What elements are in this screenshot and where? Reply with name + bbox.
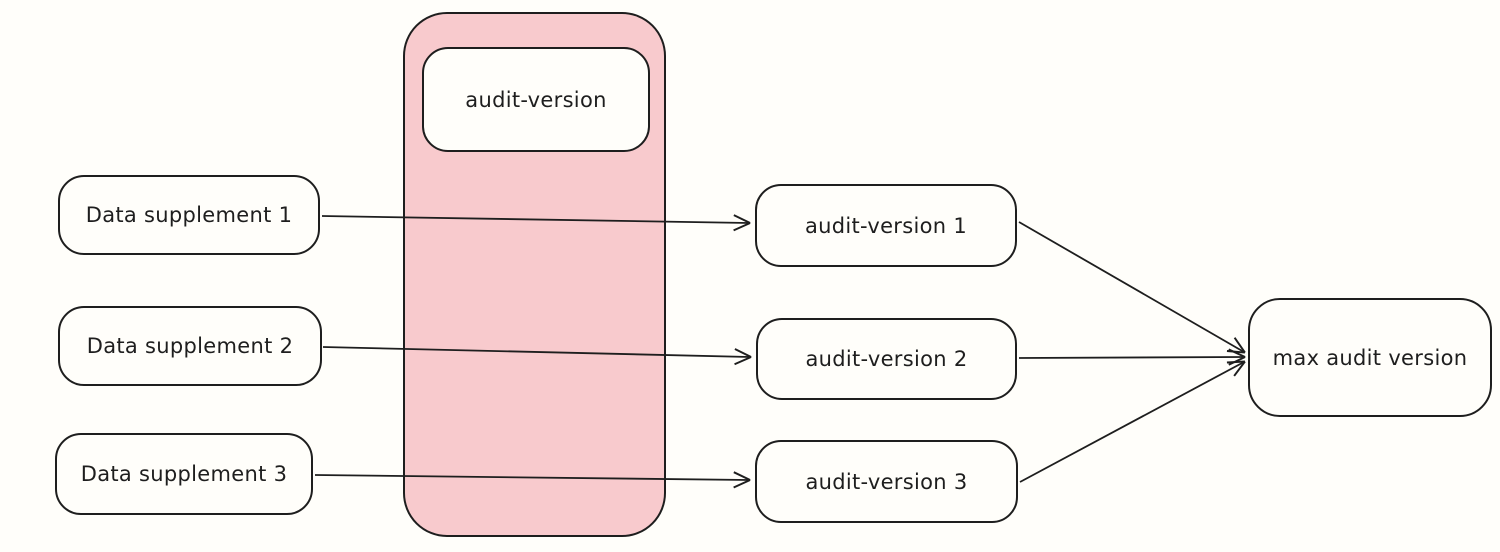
node-audit-version-3-label: audit-version 3	[805, 469, 968, 494]
node-audit-version-2: audit-version 2	[756, 318, 1017, 400]
node-data-supplement-2-label: Data supplement 2	[86, 334, 294, 358]
group-audit-version-label-box: audit-version	[422, 47, 650, 152]
node-audit-version-1-label: audit-version 1	[804, 213, 968, 238]
group-audit-version-label: audit-version	[465, 87, 607, 112]
node-max-audit-version: max audit version	[1248, 298, 1492, 417]
arrow-audit-version-2-to-max	[1018, 348, 1246, 366]
node-max-audit-version-label: max audit version	[1272, 345, 1468, 370]
node-data-supplement-1: Data supplement 1	[58, 175, 320, 255]
arrow-audit-version-3-to-max	[1019, 360, 1246, 483]
arrow-audit-version-1-to-max	[1018, 221, 1246, 354]
node-data-supplement-1-label: Data supplement 1	[85, 203, 293, 227]
node-data-supplement-3: Data supplement 3	[55, 433, 313, 515]
node-data-supplement-3-label: Data supplement 3	[80, 462, 288, 486]
node-audit-version-3: audit-version 3	[755, 440, 1018, 523]
node-audit-version-1: audit-version 1	[755, 184, 1017, 267]
node-audit-version-2-label: audit-version 2	[805, 347, 968, 371]
node-data-supplement-2: Data supplement 2	[58, 306, 322, 386]
